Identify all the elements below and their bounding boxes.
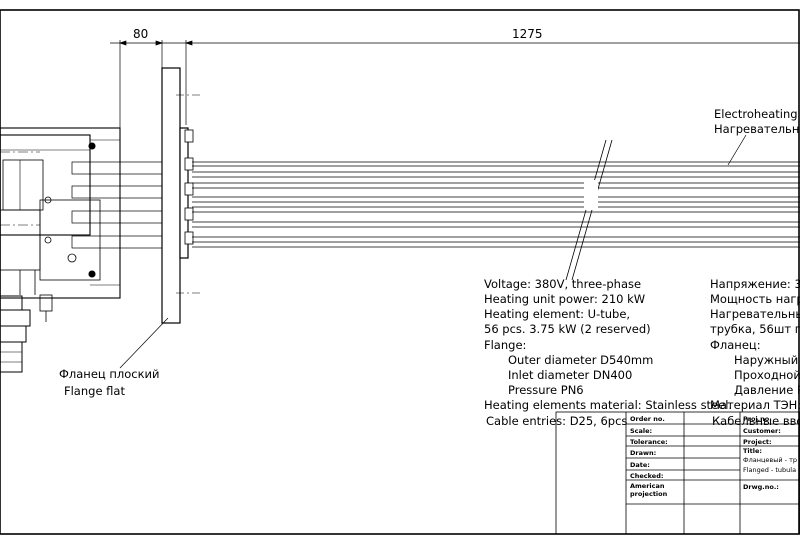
note-en-6: Inlet diameter DN400 [508,368,633,382]
flange-plate [161,67,200,324]
title-block-grid [555,411,800,535]
heating-tubes [192,161,800,248]
tb-projection: projection [630,490,668,498]
tb-proj-no: Proj.no. [743,415,772,423]
flange-label-en: Flange flat [64,384,125,398]
dimension-80 [110,40,176,135]
terminal-housing [0,127,163,322]
break-marks [565,139,613,281]
note-en-2: Heating element: U-tube, [484,307,631,321]
tb-date: Date: [630,461,650,469]
note-ru-4: Фланец: [710,338,761,352]
tb-customer: Customer: [743,427,781,435]
flange-label-ru: Фланец плоский [59,367,160,381]
note-ru-8: Материал ТЭН: н [710,398,800,412]
note-ru-7: Давление PN [734,383,800,397]
note-ru-2: Нагревательный [710,307,800,321]
tb-title: Title: [743,447,763,455]
note-en-0: Voltage: 380V, three-phase [484,277,642,291]
tb-scale: Scale: [630,427,653,435]
tb-tolerance: Tolerance: [630,438,668,446]
tb-drwg-no: Drwg.no.: [743,483,779,491]
note-en-8: Heating elements material: Stainless ste… [484,398,733,412]
cable-gland [0,295,31,373]
note-ru-6: Проходной Д [734,368,800,382]
callout-ru: Нагревательные [714,122,800,136]
note-en-4: Flange: [484,338,527,352]
note-en-7: Pressure PN6 [508,383,584,397]
tb-american: American [630,482,665,490]
callout-en: Electroheating uni [714,107,800,121]
tb-checked: Checked: [630,472,664,480]
tb-title-ru: Фланцевый - тр [743,456,797,464]
note-ru-1: Мощность нагрев [710,292,800,306]
note-en-1: Heating unit power: 210 kW [484,292,646,306]
dimension-1275 [176,40,800,125]
dimension-80-label: 80 [133,27,149,41]
note-en-9: Cable entries: D25, 6pcs [486,414,628,428]
centerlines [0,151,40,226]
tb-title-en: Flanged - tubula [743,466,797,474]
note-ru-5: Наружный д [734,353,800,367]
flange-leader [119,317,169,369]
note-en-5: Outer diameter D540mm [508,353,654,367]
tb-project: Project: [743,438,772,446]
note-ru-3: трубка, 56шт по 3 [710,322,800,336]
dimension-1275-label: 1275 [512,27,543,41]
drawing-frame [0,9,800,535]
callout-leader [727,134,747,166]
note-en-3: 56 pcs. 3.75 kW (2 reserved) [484,322,651,336]
note-ru-9: Кабельные вводы [712,414,800,428]
tb-drawn: Drawn: [630,449,657,457]
tb-order-no: Order no. [630,415,665,423]
note-ru-0: Напряжение: 380 [710,277,800,291]
